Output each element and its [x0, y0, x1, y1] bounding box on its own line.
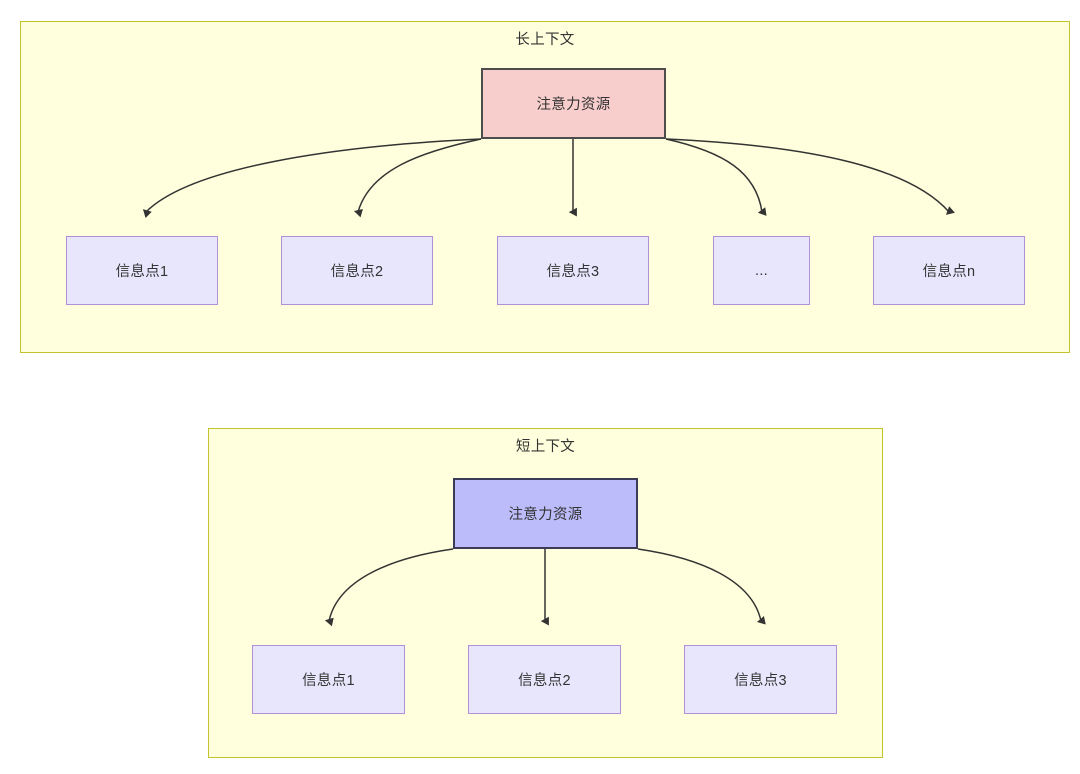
node-label: ... — [755, 262, 768, 279]
node-info-point-long-ellipsis[interactable]: ... — [713, 236, 810, 305]
node-label: 信息点n — [922, 264, 976, 280]
node-info-point-long-1[interactable]: 信息点1 — [66, 236, 218, 305]
node-label: 信息点3 — [734, 673, 787, 689]
node-attention-resource-short[interactable]: 注意力资源 — [453, 478, 638, 549]
node-label: 信息点2 — [518, 673, 571, 689]
node-attention-resource-long[interactable]: 注意力资源 — [481, 68, 666, 139]
node-info-point-long-n[interactable]: 信息点n — [873, 236, 1025, 305]
node-label: 信息点3 — [546, 264, 600, 280]
node-info-point-short-3[interactable]: 信息点3 — [684, 645, 837, 714]
node-info-point-long-2[interactable]: 信息点2 — [281, 236, 433, 305]
node-label: 注意力资源 — [536, 97, 611, 113]
node-label: 注意力资源 — [508, 507, 583, 523]
node-info-point-short-2[interactable]: 信息点2 — [468, 645, 621, 714]
node-label: 信息点1 — [302, 673, 355, 689]
node-label: 信息点2 — [330, 264, 384, 280]
node-info-point-short-1[interactable]: 信息点1 — [252, 645, 405, 714]
group-long-context-title: 长上下文 — [515, 32, 575, 48]
node-info-point-long-3[interactable]: 信息点3 — [497, 236, 649, 305]
node-label: 信息点1 — [115, 264, 169, 280]
group-short-context-title: 短上下文 — [515, 439, 576, 455]
